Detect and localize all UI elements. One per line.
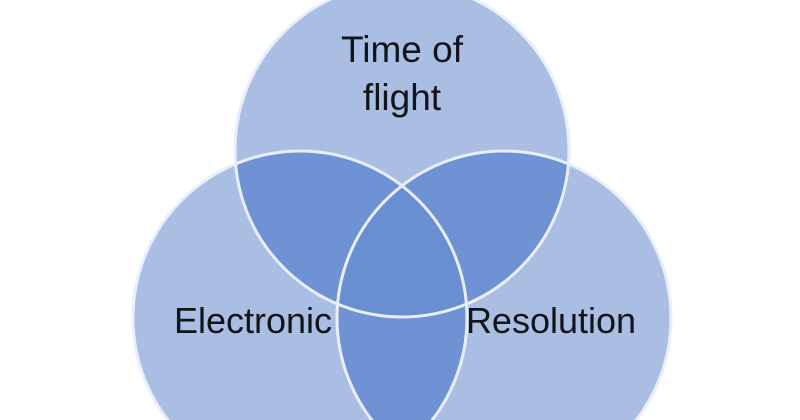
venn-labels: Time of flight Electronic Resolution: [174, 29, 636, 341]
label-time-of-flight-line2: flight: [363, 77, 442, 118]
outline-circle-electronic: [131, 149, 469, 420]
venn-triple-overlap: [337, 151, 671, 420]
label-electronic: Electronic: [174, 300, 332, 341]
label-time-of-flight-line1: Time of: [341, 29, 464, 70]
overlap-all-three[interactable]: [337, 151, 671, 420]
outline-circle-resolution: [335, 149, 673, 420]
venn-circle-outlines: [131, 0, 673, 420]
label-resolution: Resolution: [466, 300, 636, 341]
outline-circle-time-of-flight: [233, 0, 571, 319]
